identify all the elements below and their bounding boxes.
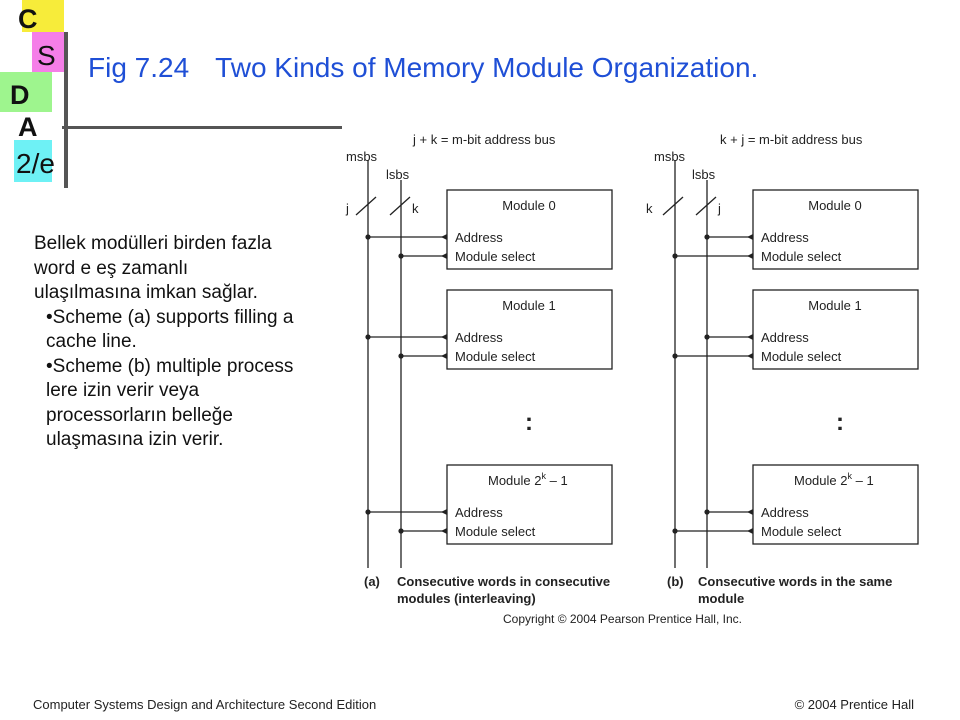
caption-line: modules (interleaving) [397,591,536,606]
bullet-item: •Scheme (a) supports filling a cache lin… [46,306,294,353]
caption-line: Consecutive words in the same [698,574,892,589]
module-select-label: Module select [761,249,842,264]
logo-block-pink [32,32,66,72]
footer-book-title: Computer Systems Design and Architecture… [33,697,377,712]
figure-title: Two Kinds of Memory Module Organization. [215,52,759,83]
logo-letter-d: D [10,80,30,110]
bus-letter: j [345,201,349,216]
lsbs-label: lsbs [692,167,716,182]
ellipsis: : [836,409,844,436]
figure-number: Fig 7.24 [88,52,190,83]
caption-tag: (b) [667,574,684,589]
module-select-label: Module select [455,349,536,364]
module-name-base: Module 2 [794,473,847,488]
module-box [752,189,919,270]
module-name: Module 0 [502,198,555,213]
copyright-notice: Copyright © 2004 Pearson Prentice Hall, … [503,612,742,626]
logo-block-green [0,72,52,112]
module-name-superscript: k [847,471,852,481]
bullet-item: •Scheme (b) multiple process lere izin v… [46,355,294,451]
module-box [446,289,613,370]
scheme-b [662,160,919,568]
logo-block-yellow [22,0,64,32]
caption-line: module [698,591,744,606]
logo-edition: 2/e [16,148,55,179]
body-text: Bellek modülleri birden fazla word e eş … [34,232,296,453]
module-name: Module 0 [808,198,861,213]
address-label: Address [761,330,809,345]
bus-label: j + k = m-bit address bus [412,132,556,147]
msbs-label: msbs [346,149,378,164]
address-label: Address [455,505,503,520]
module-select-label: Module select [761,524,842,539]
msbs-label: msbs [654,149,686,164]
logo-letter-a: A [18,112,38,142]
body-paragraph: Bellek modülleri birden fazla word e eş … [34,233,272,303]
module-select-label: Module select [761,349,842,364]
bus-letter: k [646,201,653,216]
module-name-base: Module 2 [488,473,541,488]
module-name: Module 1 [808,298,861,313]
scheme-a [355,160,613,568]
module-name-superscript: k [541,471,546,481]
address-label: Address [455,230,503,245]
logo-bar-vertical [64,32,68,188]
module-name: Module 2k – 1 [794,471,874,488]
module-box [752,464,919,545]
module-box [752,289,919,370]
caption-tag: (a) [364,574,380,589]
logo-letter-s: S [37,40,56,71]
logo-block-cyan [14,140,52,182]
address-label: Address [761,230,809,245]
address-label: Address [761,505,809,520]
footer-copyright: © 2004 Prentice Hall [794,697,914,712]
slide-title: Fig 7.24 Two Kinds of Memory Module Organ… [88,52,758,84]
logo-bar-horizontal [62,126,342,129]
module-name-tail: – 1 [546,473,568,488]
lsbs-label: lsbs [386,167,410,182]
bus-letter: k [412,201,419,216]
caption-line: Consecutive words in consecutive [397,574,610,589]
bus-label: k + j = m-bit address bus [720,132,863,147]
logo-letter-c: C [18,4,38,34]
module-name: Module 1 [502,298,555,313]
bus-letter: j [717,201,721,216]
module-name-tail: – 1 [852,473,874,488]
module-name: Module 2k – 1 [488,471,568,488]
module-box [446,464,613,545]
module-select-label: Module select [455,524,536,539]
module-box [446,189,613,270]
address-label: Address [455,330,503,345]
ellipsis: : [525,409,533,436]
module-select-label: Module select [455,249,536,264]
